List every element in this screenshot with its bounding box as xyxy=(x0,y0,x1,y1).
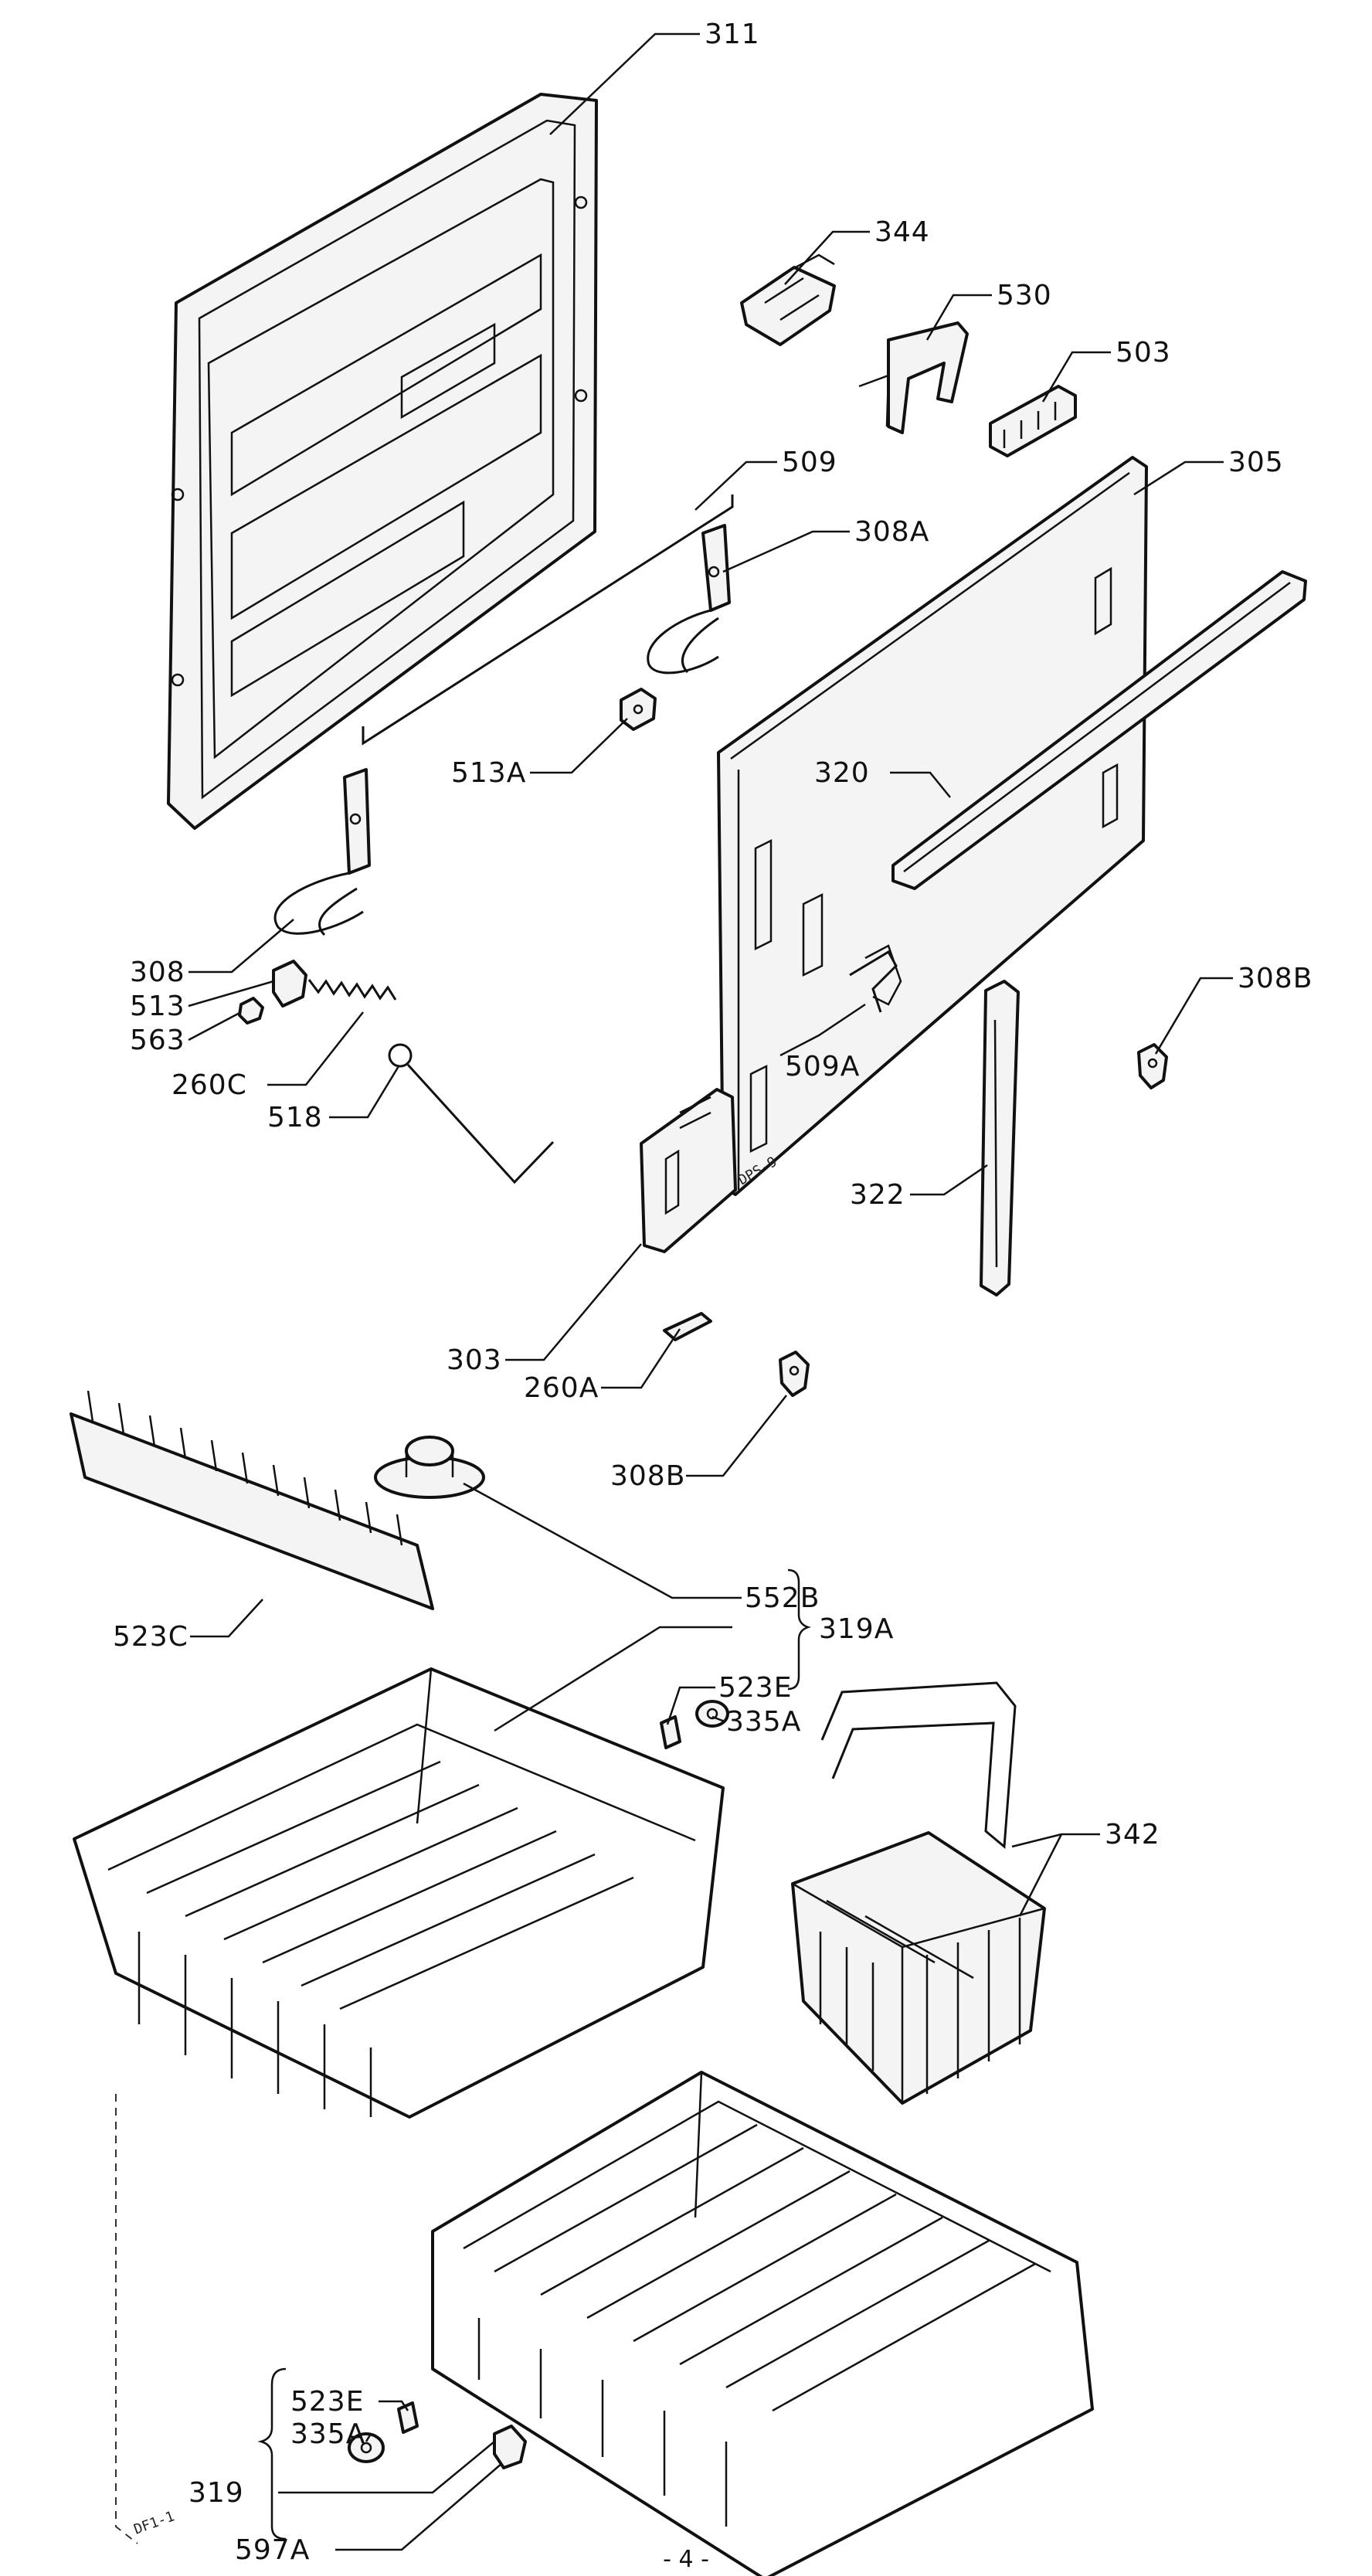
callout-518: 518 xyxy=(267,1102,323,1133)
callout-305: 305 xyxy=(1228,447,1284,478)
callout-320: 320 xyxy=(814,757,870,789)
callout-319a: 319A xyxy=(819,1613,894,1645)
callout-344: 344 xyxy=(874,216,930,248)
callout-308b-lower: 308B xyxy=(610,1460,685,1492)
callout-311: 311 xyxy=(705,19,760,50)
part-513-bracket xyxy=(272,960,307,1008)
callout-335a-upper: 335A xyxy=(726,1706,801,1738)
part-597a-clip xyxy=(493,2425,527,2469)
callout-503: 503 xyxy=(1116,337,1171,369)
callout-513: 513 xyxy=(130,991,185,1022)
callout-509a: 509A xyxy=(785,1051,860,1082)
part-509a-clip xyxy=(849,950,898,1013)
part-322-side-rail xyxy=(980,980,1020,1296)
part-344-latch xyxy=(740,253,836,346)
part-308b-bracket-lower xyxy=(779,1351,810,1397)
callout-335a-lower: 335A xyxy=(290,2418,365,2450)
part-523c-cup-rack xyxy=(70,1390,434,1610)
part-260a-spring xyxy=(663,1312,712,1341)
part-308-hinge xyxy=(273,768,371,936)
part-552b-spray-hub xyxy=(374,1436,485,1499)
part-308a-hinge xyxy=(647,524,731,675)
leader-lines xyxy=(188,32,1233,2551)
callout-342: 342 xyxy=(1105,1819,1160,1850)
callout-552b: 552B xyxy=(745,1582,820,1614)
part-335a-upper-wheel xyxy=(695,1700,729,1728)
part-319-lower-basket xyxy=(431,2071,1094,2576)
callout-308b-right: 308B xyxy=(1238,963,1313,994)
callout-labels: 311 344 530 503 509 305 308A 513A 320 30… xyxy=(113,19,1313,2566)
callout-523e-lower: 523E xyxy=(290,2386,364,2418)
part-503-clip xyxy=(989,385,1077,457)
part-335a-lower-wheel xyxy=(348,2432,385,2463)
part-311-door-inner-frame xyxy=(167,93,598,830)
callout-319: 319 xyxy=(188,2477,244,2509)
callout-322: 322 xyxy=(850,1179,905,1211)
brace-319 xyxy=(257,2367,287,2540)
part-342-cutlery-basket xyxy=(791,1681,1046,2105)
brace-319a xyxy=(787,1568,811,1691)
part-523e-upper-wheel-axle xyxy=(660,1715,681,1749)
callout-303: 303 xyxy=(447,1344,502,1376)
part-523e-lower-wheel-axle xyxy=(397,2401,419,2434)
callout-509: 509 xyxy=(782,447,837,478)
part-320-rail xyxy=(891,570,1307,890)
part-513a-plate xyxy=(620,688,657,731)
part-518-cable xyxy=(388,1043,555,1184)
part-308b-bracket-right xyxy=(1137,1043,1168,1089)
callout-530: 530 xyxy=(997,280,1052,311)
callout-523e-upper: 523E xyxy=(718,1672,792,1704)
part-530-bracket xyxy=(858,321,969,434)
callout-308a: 308A xyxy=(854,516,929,548)
part-509-wire xyxy=(362,494,734,746)
callout-563: 563 xyxy=(130,1025,185,1056)
callout-513a: 513A xyxy=(451,757,526,789)
dashed-guideline xyxy=(115,2094,138,2544)
part-303-lower-panel xyxy=(640,1088,737,1253)
part-563-screw xyxy=(238,997,264,1025)
page-number: - 4 - xyxy=(663,2546,709,2573)
callout-308: 308 xyxy=(130,957,185,988)
callout-523c: 523C xyxy=(113,1621,188,1653)
callout-260a: 260A xyxy=(524,1372,599,1404)
callout-260c: 260C xyxy=(172,1069,247,1101)
part-305-door-outer-panel xyxy=(717,456,1148,1196)
part-319a-upper-basket xyxy=(73,1667,725,2119)
part-260c-spring xyxy=(307,979,397,1001)
callout-597a: 597A xyxy=(235,2534,310,2566)
rack-stamp: DF1-1 xyxy=(132,2508,177,2537)
